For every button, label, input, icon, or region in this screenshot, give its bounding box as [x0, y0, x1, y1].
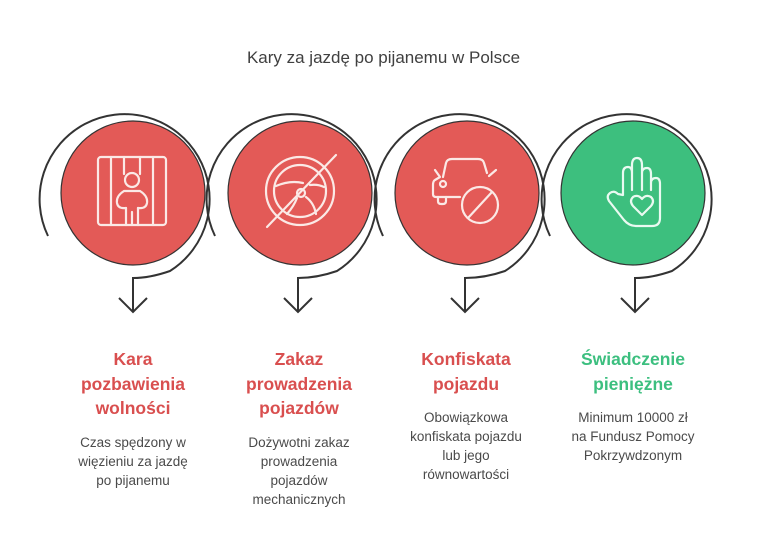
step-4-text: Świadczenie pieniężne Minimum 10000 zł n…: [553, 347, 713, 465]
connector-ring: [540, 113, 713, 312]
description-line: Dożywotni zakaz: [248, 434, 350, 450]
step-4-description: Minimum 10000 zł na Fundusz Pomocy Pokrz…: [553, 408, 713, 465]
step-4-heading: Świadczenie pieniężne: [553, 347, 713, 396]
arrow-down-icon: [118, 297, 148, 314]
description-line: Pokrzywdzonym: [583, 448, 683, 463]
description-line: konfiskata pojazdu: [410, 429, 522, 444]
description-line: więzieniu za jazdę: [78, 453, 188, 469]
step-3-heading: Konfiskata pojazdu: [386, 347, 546, 396]
step-3-description: Obowiązkowa konfiskata pojazdu lub jego …: [386, 408, 546, 484]
description-line: prowadzenia: [260, 453, 338, 469]
heading-line: Konfiskata: [421, 349, 511, 369]
step-circle: [560, 120, 706, 266]
description-line: Obowiązkowa: [423, 410, 509, 425]
description-line: mechanicznych: [252, 491, 346, 507]
no-steering-wheel-icon: [264, 153, 338, 229]
connector-ring: [38, 113, 211, 312]
heading-line: Świadczenie: [580, 349, 686, 369]
step-2-text: Zakaz prowadzenia pojazdów Dożywotni zak…: [219, 347, 379, 509]
step-3-text: Konfiskata pojazdu Obowiązkowa konfiskat…: [386, 347, 546, 484]
diagram-title: Kary za jazdę po pijanemu w Polsce: [246, 48, 521, 67]
step-1-node: [38, 113, 211, 314]
car-prohibited-icon: [431, 157, 500, 225]
arrow-down-icon: [450, 297, 480, 314]
description-line: równowartości: [422, 467, 510, 482]
heading-line: prowadzenia: [246, 373, 352, 394]
step-2-heading: Zakaz prowadzenia pojazdów: [219, 347, 379, 421]
step-2-description: Dożywotni zakaz prowadzenia pojazdów mec…: [219, 433, 379, 509]
step-1-description: Czas spędzony w więzieniu za jazdę po pi…: [53, 433, 213, 490]
step-1-heading: Kara pozbawienia wolności: [53, 347, 213, 421]
description-line: po pijanemu: [96, 472, 170, 488]
connector-ring: [205, 113, 378, 312]
description-line: lub jego: [442, 448, 490, 463]
step-3-node: [373, 113, 546, 314]
step-4-node: [540, 113, 713, 314]
description-line: pojazdów: [270, 472, 328, 488]
heading-line: wolności: [95, 398, 171, 418]
description-line: na Fundusz Pomocy: [571, 429, 695, 444]
heading-line: Zakaz: [274, 349, 324, 369]
description-line: Czas spędzony w: [80, 434, 186, 450]
heading-line: pieniężne: [593, 373, 673, 394]
arrow-down-icon: [620, 297, 650, 314]
connector-ring: [373, 113, 546, 312]
heading-line: pozbawienia: [80, 373, 186, 394]
heading-line: pojazdów: [259, 398, 339, 418]
arrow-down-icon: [283, 297, 313, 314]
step-2-node: [205, 113, 378, 314]
heading-line: Kara: [113, 349, 153, 369]
prison-bars-icon: [96, 155, 168, 227]
hand-heart-icon: [606, 156, 662, 228]
step-circle: [60, 120, 206, 266]
description-line: Minimum 10000 zł: [578, 410, 688, 425]
step-1-text: Kara pozbawienia wolności Czas spędzony …: [53, 347, 213, 490]
heading-line: pojazdu: [432, 373, 500, 394]
